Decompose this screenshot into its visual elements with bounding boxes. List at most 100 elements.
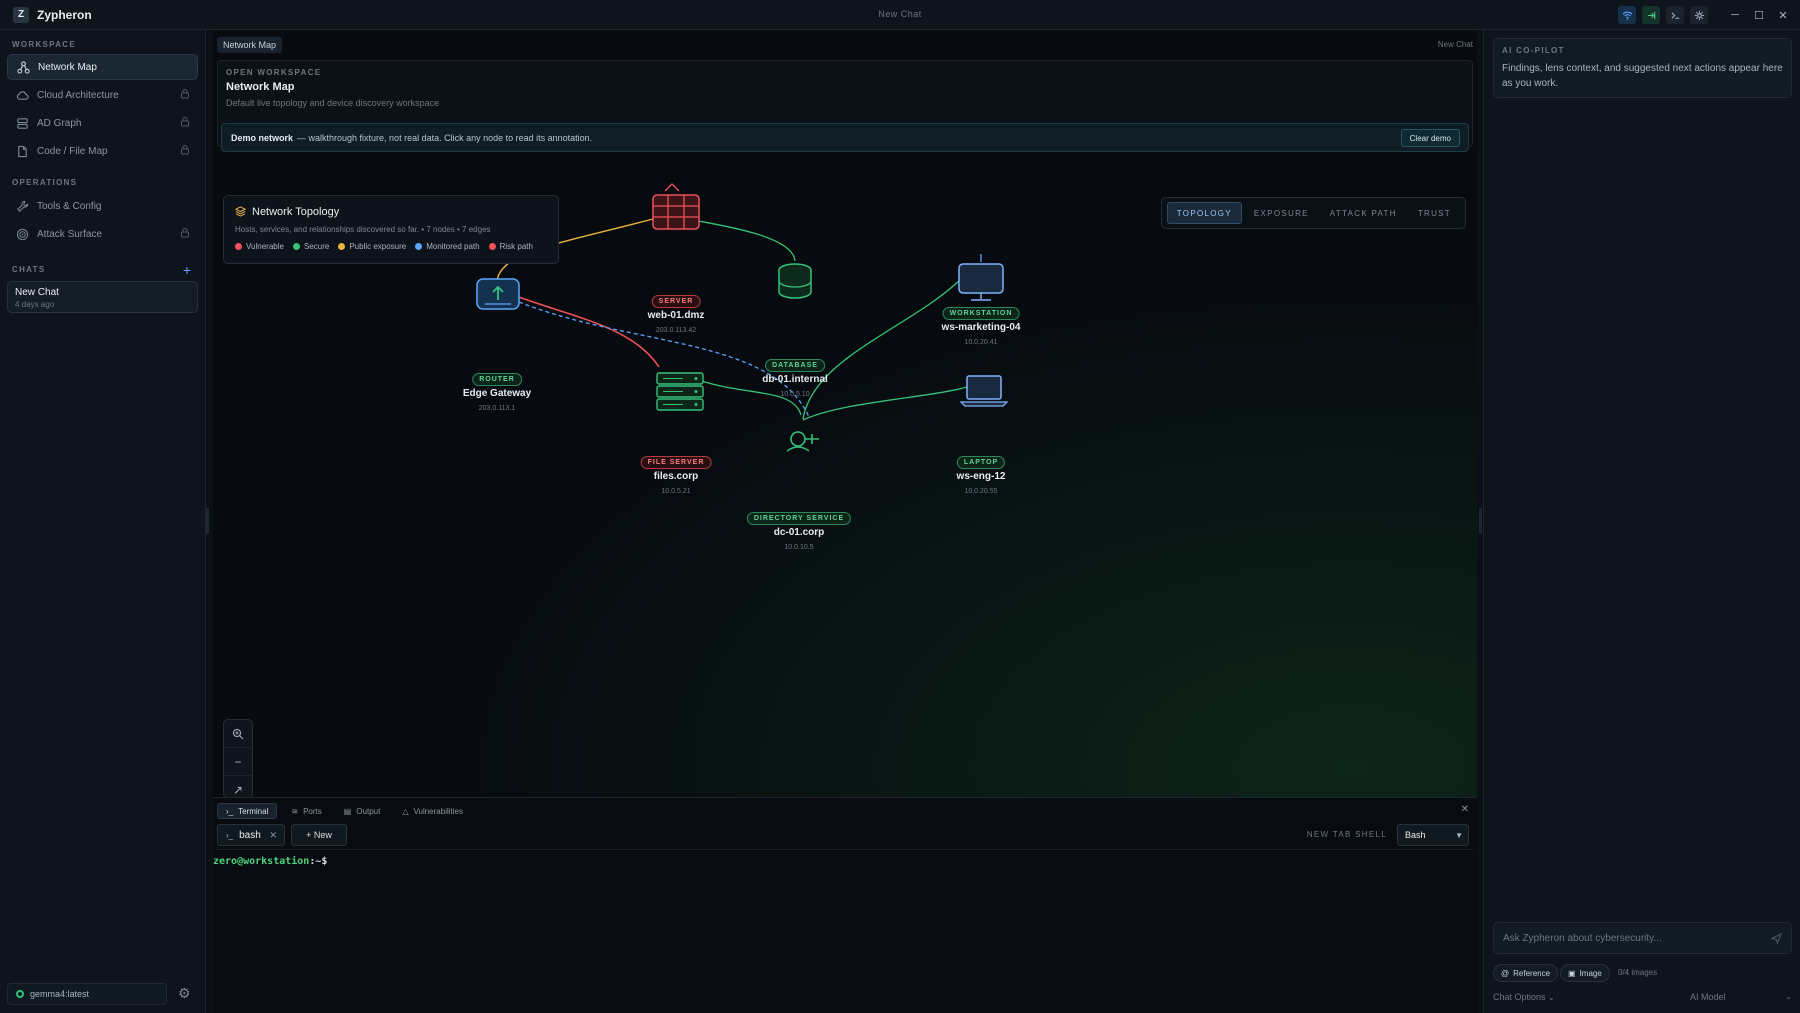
- tab-exposure[interactable]: EXPOSURE: [1253, 208, 1309, 218]
- image-button[interactable]: ▣Image: [1560, 964, 1610, 982]
- workspace-kicker: OPEN WORKSPACE: [226, 68, 322, 77]
- shell-select-value: Bash: [1405, 830, 1426, 840]
- chat-item[interactable]: New Chat 4 days ago: [7, 281, 198, 313]
- clear-demo-button[interactable]: Clear demo: [1400, 129, 1460, 147]
- tab-output[interactable]: ▤Output: [343, 806, 381, 816]
- close-panel-icon[interactable]: ✕: [1460, 804, 1469, 815]
- node-name-workstation[interactable]: ws-marketing-04: [941, 322, 1021, 333]
- section-label-workspace: WORKSPACE: [12, 40, 76, 49]
- server-grid-icon: [652, 183, 700, 230]
- shell-tab-row: ›_ bash ✕ + New NEW TAB SHELL Bash ▼: [217, 824, 1473, 850]
- monitor-icon: [958, 263, 1004, 301]
- zoom-out-icon[interactable]: −: [224, 748, 252, 776]
- node-name-router[interactable]: Edge Gateway: [462, 388, 532, 399]
- new-shell-button[interactable]: + New: [291, 824, 347, 846]
- chevron-down-icon: ⌄: [1785, 992, 1792, 1001]
- database-node-icon: [778, 263, 812, 299]
- node-ip-laptop: 10.0.20.55: [964, 488, 998, 495]
- prompt-user: zero@workstation: [213, 856, 310, 867]
- send-icon[interactable]: [1770, 932, 1783, 947]
- edge-fs-dc: [692, 377, 802, 416]
- copilot-kicker: AI CO-PILOT: [1502, 46, 1565, 55]
- node-badge-workstation: WORKSTATION: [942, 307, 1020, 320]
- sidebar-item-network-map[interactable]: Network Map: [7, 54, 198, 80]
- wifi-icon[interactable]: [1618, 6, 1636, 24]
- node-ip-workstation: 10.0.20.41: [964, 339, 998, 346]
- database-icon: [15, 116, 29, 130]
- chat-input[interactable]: [1494, 923, 1754, 953]
- file-icon: [15, 144, 29, 158]
- lens-tabs: TOPOLOGY EXPOSURE ATTACK PATH TRUST: [1160, 197, 1466, 229]
- topology-graph: [476, 183, 1009, 452]
- workspace-tab[interactable]: Network Map: [217, 37, 283, 53]
- tab-terminal[interactable]: ›_Terminal: [217, 803, 278, 819]
- minimize-icon[interactable]: ─: [1731, 9, 1739, 21]
- sidebar-item-tools-config[interactable]: Tools & Config: [7, 193, 198, 219]
- sidebar-item-label: Network Map: [38, 61, 97, 73]
- sidebar-item-label: Cloud Architecture: [37, 89, 119, 101]
- copilot-text: Findings, lens context, and suggested ne…: [1502, 63, 1783, 89]
- lock-icon: [180, 116, 190, 130]
- zoom-in-icon[interactable]: [224, 720, 252, 748]
- lock-icon: [180, 227, 190, 241]
- zoom-controls: − ↗: [223, 719, 253, 799]
- sidebar-item-ad-graph[interactable]: AD Graph: [7, 110, 198, 136]
- panel-resize-handle[interactable]: [1479, 508, 1482, 534]
- topology-title: Network Topology: [252, 206, 340, 218]
- node-ip-database: 10.0.5.10: [780, 391, 810, 398]
- sidebar-item-cloud-architecture[interactable]: Cloud Architecture: [7, 82, 198, 108]
- tab-topology[interactable]: TOPOLOGY: [1166, 202, 1242, 224]
- terminal-icon[interactable]: [1666, 6, 1684, 24]
- node-name-server[interactable]: web-01.dmz: [647, 310, 705, 321]
- legend-vulnerable: Vulnerable: [235, 242, 284, 251]
- node-name-laptop[interactable]: ws-eng-12: [956, 471, 1006, 482]
- terminal-panel: ›_Terminal ≋Ports ▤Output △Vulnerabiliti…: [213, 797, 1477, 1013]
- prompt-path: :~$: [309, 856, 328, 867]
- chat-options-dropdown[interactable]: Chat Options ⌄: [1493, 992, 1555, 1002]
- reference-button[interactable]: @Reference: [1493, 964, 1559, 982]
- terminal-icon: ›_: [226, 806, 234, 816]
- topology-subtitle: Hosts, services, and relationships disco…: [235, 225, 491, 234]
- router-icon: [476, 278, 520, 310]
- chat-input-box: [1493, 922, 1792, 954]
- tab-attack-path[interactable]: ATTACK PATH: [1329, 208, 1397, 218]
- chat-title: New Chat: [15, 287, 59, 298]
- new-tab-shell-label: NEW TAB SHELL: [1306, 830, 1387, 839]
- sidebar-item-attack-surface[interactable]: Attack Surface: [7, 221, 198, 247]
- sidebar-item-code-file-map[interactable]: Code / File Map: [7, 138, 198, 164]
- page-subtitle: Default live topology and device discove…: [226, 98, 440, 108]
- laptop-icon: [959, 375, 1009, 407]
- terminal-prompt[interactable]: zero@workstation:~$: [213, 856, 327, 867]
- sidebar-resize-handle[interactable]: [206, 508, 209, 534]
- node-name-database[interactable]: db-01.internal: [762, 374, 828, 385]
- demo-banner-title: Demo network: [231, 132, 294, 143]
- settings-gear-icon[interactable]: ⚙: [178, 985, 191, 1001]
- active-chat-label: New Chat: [1437, 40, 1473, 49]
- tab-ports[interactable]: ≋Ports: [291, 806, 322, 816]
- node-name-file-server[interactable]: files.corp: [653, 471, 699, 482]
- file-icon: ▤: [343, 806, 352, 816]
- cloud-icon: [15, 88, 29, 102]
- new-chat-plus-icon[interactable]: +: [182, 262, 191, 278]
- legend-risk-path: Risk path: [488, 242, 533, 251]
- legend-public-exposure: Public exposure: [338, 242, 406, 251]
- network-canvas[interactable]: ROUTER Edge Gateway 203.0.113.1 SERVER w…: [213, 157, 1477, 800]
- close-icon[interactable]: ✕: [1778, 9, 1788, 22]
- app-logo: Z: [13, 6, 29, 23]
- ai-model-dropdown[interactable]: AI Model: [1690, 992, 1726, 1002]
- gear-icon[interactable]: [1690, 6, 1708, 24]
- fit-view-icon[interactable]: ↗: [232, 783, 244, 797]
- shell-select[interactable]: Bash ▼: [1397, 824, 1469, 846]
- close-tab-icon[interactable]: ✕: [269, 829, 277, 840]
- login-icon[interactable]: [1642, 6, 1660, 24]
- tab-trust[interactable]: TRUST: [1417, 208, 1451, 218]
- node-ip-router: 203.0.113.1: [478, 405, 516, 412]
- sidebar-item-label: Tools & Config: [37, 200, 102, 212]
- node-ip-server: 203.0.113.42: [655, 327, 697, 334]
- node-badge-directory-service: DIRECTORY SERVICE: [746, 512, 852, 525]
- shell-tab-bash[interactable]: ›_ bash ✕: [217, 824, 285, 846]
- node-name-directory-service[interactable]: dc-01.corp: [773, 527, 825, 538]
- maximize-icon[interactable]: ☐: [1754, 9, 1764, 22]
- model-selector[interactable]: gemma4:latest: [7, 983, 167, 1005]
- tab-vulnerabilities[interactable]: △Vulnerabilities: [402, 806, 463, 816]
